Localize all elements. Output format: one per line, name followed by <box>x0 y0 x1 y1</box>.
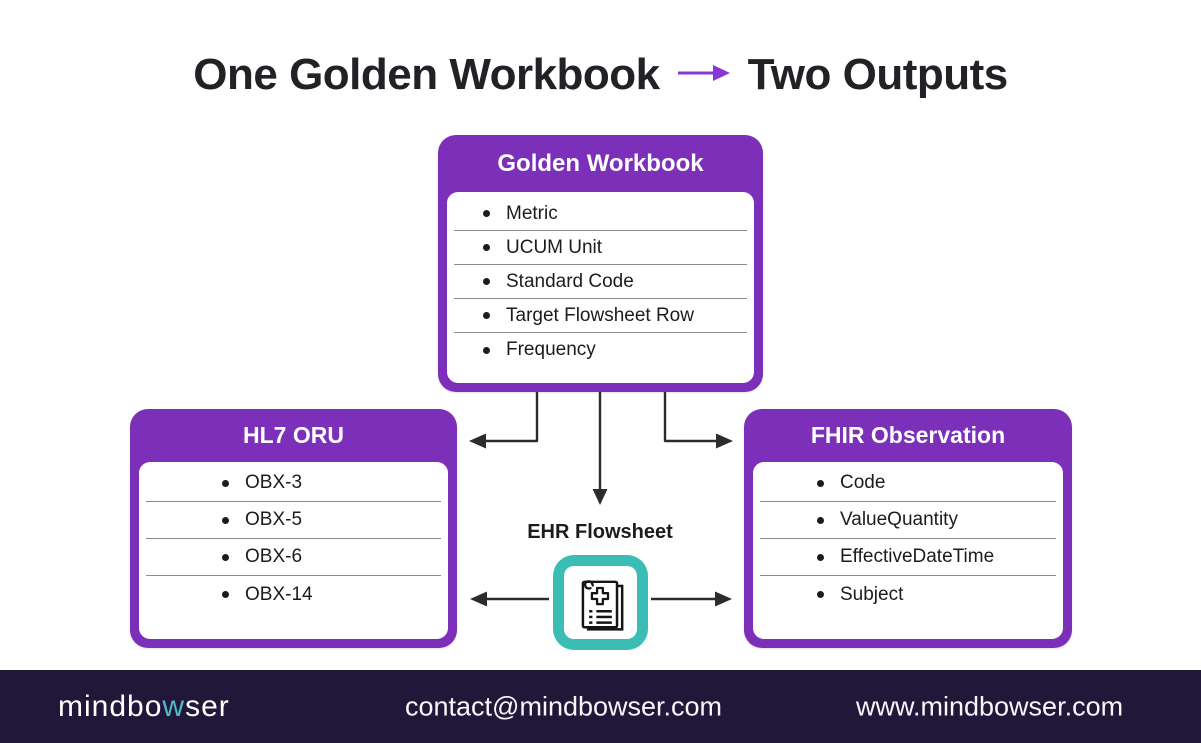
logo-prefix: mindbo <box>58 689 163 723</box>
list-item-label: OBX-3 <box>245 472 303 493</box>
bullet-icon <box>817 516 824 524</box>
right-arrow-icon <box>677 61 730 90</box>
arrowhead-down-icon <box>592 489 608 505</box>
connector-to-fhir <box>663 392 716 443</box>
hl7-oru-card-title: HL7 ORU <box>243 422 344 448</box>
bullet-icon <box>483 244 490 251</box>
logo-suffix: ser <box>185 689 230 723</box>
bullet-icon <box>817 553 824 561</box>
list-item: OBX-14 <box>146 576 441 613</box>
golden-workbook-card-title: Golden Workbook <box>497 150 704 177</box>
logo-highlight: w <box>162 689 186 723</box>
bullet-icon <box>483 210 490 217</box>
list-item: Standard Code <box>454 265 747 299</box>
page-title-left: One Golden Workbook <box>193 50 660 99</box>
list-item-label: Code <box>840 472 886 493</box>
list-item-label: Metric <box>506 202 558 224</box>
list-item: UCUM Unit <box>454 231 747 265</box>
bullet-icon <box>817 591 824 598</box>
page-title: One Golden Workbook Two Outputs <box>0 50 1201 100</box>
list-item-label: ValueQuantity <box>840 509 958 530</box>
list-item-label: UCUM Unit <box>506 236 603 258</box>
contact-email: contact@mindbowser.com <box>405 691 723 721</box>
mindbowser-logo: mindbowser <box>58 690 230 724</box>
bullet-icon <box>222 553 229 561</box>
arrowhead-left2-icon <box>470 591 487 607</box>
fhir-observation-card-title: FHIR Observation <box>810 422 1006 448</box>
list-item-label: EffectiveDateTime <box>840 546 995 567</box>
list-item-label: OBX-14 <box>245 583 313 605</box>
list-item: Frequency <box>454 333 747 367</box>
arrowhead-left-icon <box>469 433 486 449</box>
list-item-label: Standard Code <box>506 270 634 292</box>
list-item: Subject <box>760 576 1056 613</box>
footer-bar: mindbowser contact@mindbowser.com www.mi… <box>0 670 1201 743</box>
bullet-icon <box>483 312 490 319</box>
list-item-label: OBX-5 <box>245 509 303 530</box>
bullet-icon <box>483 278 490 285</box>
list-item: Code <box>760 465 1056 502</box>
bullet-icon <box>817 479 824 487</box>
list-item: OBX-5 <box>146 502 441 539</box>
list-item-label: Target Flowsheet Row <box>506 304 694 326</box>
list-item-label: Frequency <box>506 339 596 360</box>
page-title-right: Two Outputs <box>747 50 1009 99</box>
list-item-label: Subject <box>840 583 904 605</box>
list-item: OBX-3 <box>146 465 441 502</box>
list-item: OBX-6 <box>146 539 441 576</box>
bullet-icon <box>222 516 229 524</box>
list-item: Target Flowsheet Row <box>454 299 747 333</box>
bullet-icon <box>222 479 229 487</box>
ehr-flowsheet-node <box>553 555 648 650</box>
list-item: ValueQuantity <box>760 502 1056 539</box>
bullet-icon <box>222 591 229 598</box>
ehr-flowsheet-label: EHR Flowsheet <box>527 521 673 543</box>
connector-to-hl7 <box>486 392 539 443</box>
list-item: Metric <box>454 197 747 231</box>
list-item: EffectiveDateTime <box>760 539 1056 576</box>
website-url: www.mindbowser.com <box>856 691 1124 721</box>
clipboard-plus-icon <box>564 566 637 639</box>
arrowhead-right2-icon <box>715 591 732 607</box>
bullet-icon <box>483 346 490 354</box>
list-item-label: OBX-6 <box>245 546 303 567</box>
arrowhead-right-icon <box>716 433 733 449</box>
